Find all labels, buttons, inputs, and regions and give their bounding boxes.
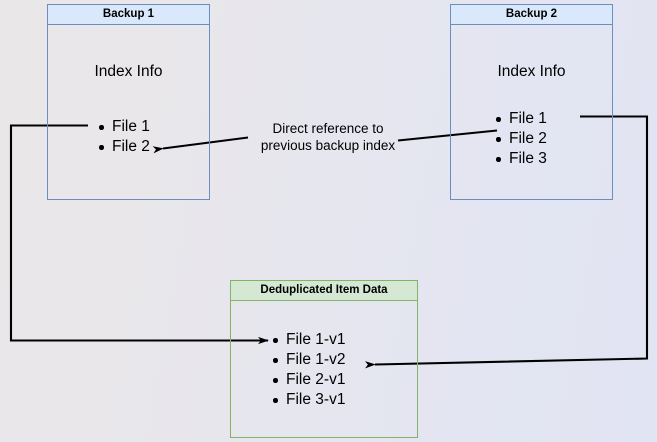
node-backup-1-header: Backup 1: [48, 5, 209, 25]
dedup-file-list: File 1-v1 File 1-v2 File 2-v1 File 3-v1: [271, 330, 345, 410]
node-dedup-header: Deduplicated Item Data: [231, 281, 417, 301]
list-item: File 2: [494, 129, 547, 149]
node-deduplicated-item-data[interactable]: Deduplicated Item Data File 1-v1 File 1-…: [230, 280, 418, 438]
list-item: File 1: [494, 109, 547, 129]
backup-1-index-info-label: Index Info: [94, 63, 163, 80]
node-backup-2-header: Backup 2: [451, 5, 612, 25]
list-item: File 2: [97, 137, 150, 157]
node-backup-2-body: Index Info File 1 File 2 File 3: [451, 25, 612, 199]
node-dedup-body: File 1-v1 File 1-v2 File 2-v1 File 3-v1: [231, 301, 417, 437]
list-item: File 1-v2: [271, 350, 345, 370]
edge-label-direct-reference: Direct reference to previous backup inde…: [260, 121, 396, 153]
list-item: File 2-v1: [271, 370, 345, 390]
backup-2-index-info-label: Index Info: [497, 63, 566, 80]
list-item: File 3-v1: [271, 390, 345, 410]
node-backup-1[interactable]: Backup 1 Index Info File 1 File 2: [47, 4, 210, 200]
node-backup-2[interactable]: Backup 2 Index Info File 1 File 2 File 3: [450, 4, 613, 200]
list-item: File 1-v1: [271, 330, 345, 350]
list-item: File 3: [494, 149, 547, 169]
backup-1-file-list: File 1 File 2: [97, 117, 150, 157]
list-item: File 1: [97, 117, 150, 137]
backup-2-file-list: File 1 File 2 File 3: [494, 109, 547, 169]
node-backup-1-body: Index Info File 1 File 2: [48, 25, 209, 199]
